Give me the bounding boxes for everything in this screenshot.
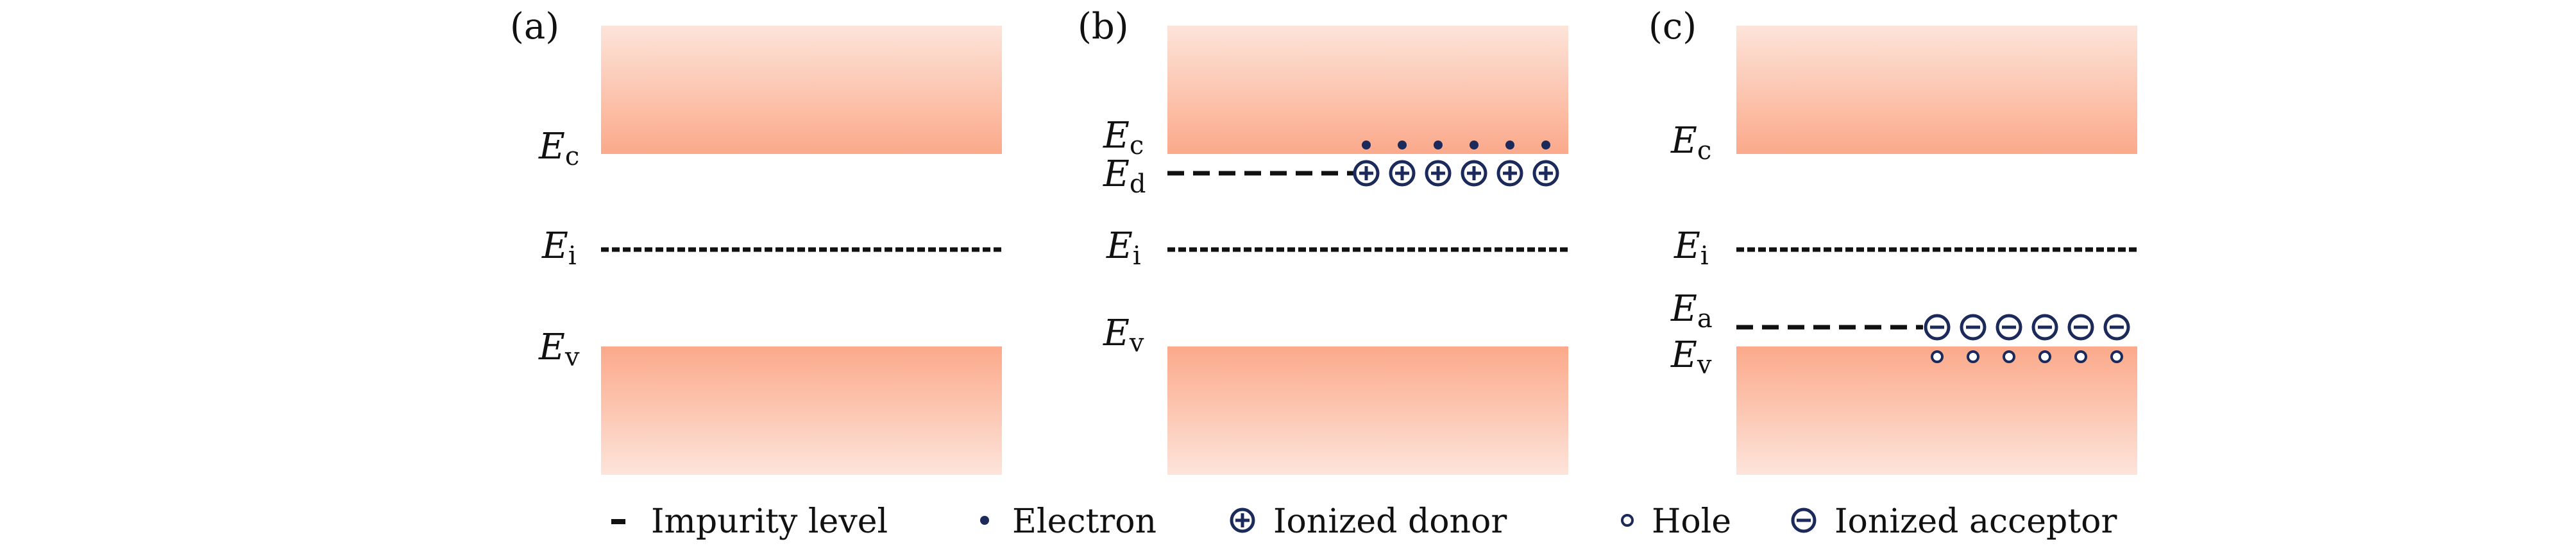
svg-text:Ionized donor: Ionized donor	[1273, 502, 1507, 541]
ionized-acceptor-icon	[1791, 508, 1817, 533]
ei-label: Ei	[1106, 225, 1141, 271]
ev-label: Ev	[1103, 312, 1144, 358]
ionized-donor	[1425, 160, 1452, 187]
panel-label: (c)	[1648, 6, 1697, 47]
panel-a: (a) Ec Ei Ev	[510, 6, 1002, 475]
conduction-band	[1736, 26, 2137, 154]
electron	[1505, 141, 1514, 149]
hole-icon	[1621, 514, 1634, 527]
hole	[1931, 350, 1944, 363]
panel-b: (b) Ec Ed Ei Ev	[1078, 6, 1568, 475]
legend-item: Electron	[980, 502, 1157, 541]
conduction-band	[1167, 26, 1568, 154]
ionized-donor	[1496, 160, 1523, 187]
svg-text:Impurity level: Impurity level	[651, 502, 888, 541]
hole	[2003, 350, 2015, 363]
ionized-donor	[1532, 160, 1559, 187]
ionized-donor	[1353, 160, 1380, 187]
conduction-band	[601, 26, 1002, 154]
legend-item: Ionized donor	[1230, 502, 1507, 541]
ec-label: Ec	[1670, 120, 1711, 166]
ionized-donors	[1353, 160, 1559, 187]
ionized-acceptor	[1960, 314, 1987, 341]
legend-item: Ionized acceptor	[1791, 502, 2117, 541]
valence-band	[601, 346, 1002, 475]
ea-label: Ea	[1670, 288, 1713, 334]
legend-item: Impurity level	[611, 502, 888, 541]
valence-band	[1167, 346, 1568, 475]
panel-label: (a)	[510, 6, 559, 47]
electron-icon	[980, 516, 989, 525]
ec-label: Ec	[1103, 115, 1144, 160]
ionized-acceptor	[2103, 314, 2130, 341]
ei-label: Ei	[1674, 225, 1709, 271]
ionized-donor	[1461, 160, 1487, 187]
svg-text:Electron: Electron	[1012, 502, 1157, 541]
holes	[1931, 350, 2123, 363]
hole	[2074, 350, 2087, 363]
ionized-acceptors	[1924, 314, 2130, 341]
electron	[1434, 141, 1443, 149]
hole	[2038, 350, 2051, 363]
electron	[1362, 141, 1371, 149]
legend: Impurity level Electron Ionized donor Ho…	[611, 502, 2117, 541]
ionized-acceptor	[2067, 314, 2094, 341]
svg-text:Ionized acceptor: Ionized acceptor	[1835, 502, 2117, 541]
svg-text:Hole: Hole	[1652, 502, 1731, 541]
legend-item: Hole	[1621, 502, 1731, 541]
panel-label: (b)	[1078, 6, 1129, 47]
electrons	[1362, 141, 1550, 149]
hole	[2110, 350, 2123, 363]
ionized-donor-icon	[1230, 508, 1255, 533]
valence-band	[1736, 346, 2137, 475]
impurity-level-icon	[611, 519, 625, 524]
ei-label: Ei	[541, 225, 577, 271]
ionized-acceptor	[2031, 314, 2058, 341]
ev-label: Ev	[1670, 334, 1712, 380]
electron	[1470, 141, 1479, 149]
electron	[1398, 141, 1407, 149]
hole	[1967, 350, 1979, 363]
ionized-donor	[1389, 160, 1416, 187]
panel-c: (c) Ec Ei Ea Ev	[1648, 6, 2137, 475]
ionized-acceptor	[1996, 314, 2022, 341]
electron	[1541, 141, 1550, 149]
ev-label: Ev	[538, 327, 580, 372]
ec-label: Ec	[538, 126, 579, 171]
ionized-acceptor	[1924, 314, 1951, 341]
ed-label: Ed	[1103, 153, 1146, 199]
